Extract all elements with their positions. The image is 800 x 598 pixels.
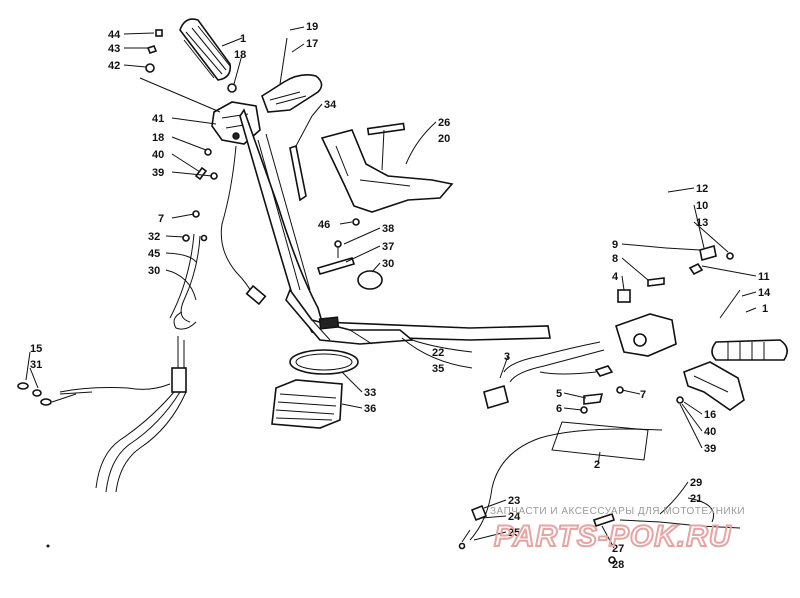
callout-16: 16 — [704, 409, 716, 421]
callout-14: 14 — [758, 287, 771, 299]
left-grip — [179, 18, 232, 81]
callout-43: 43 — [108, 43, 120, 55]
scan-dot — [46, 544, 50, 548]
right-switch-housing — [483, 341, 614, 410]
callout-39-right: 39 — [704, 443, 716, 455]
callout-3: 3 — [504, 351, 510, 363]
right-throttle-housing — [615, 244, 734, 357]
callout-45: 45 — [148, 248, 160, 260]
callout-19: 19 — [306, 21, 318, 33]
callout-1-right: 1 — [762, 303, 768, 315]
callout-2: 2 — [594, 459, 600, 471]
callout-29: 29 — [690, 477, 702, 489]
watermark: ЗАПЧАСТИ И АКСЕССУАРЫ ДЛЯ МОТОТЕХНИКИ PA… — [490, 506, 745, 554]
cable-clip — [289, 115, 313, 202]
callout-30-left: 30 — [148, 265, 160, 277]
leader-lines — [25, 26, 757, 565]
callout-40-left: 40 — [152, 149, 164, 161]
callout-15: 15 — [30, 343, 42, 355]
callout-12: 12 — [696, 183, 708, 195]
callout-38: 38 — [382, 223, 394, 235]
handlebar-pad-strap — [289, 349, 359, 375]
callout-labels: 44 43 42 1 18 19 17 34 41 18 40 39 26 20… — [30, 21, 771, 571]
callout-7-right: 7 — [640, 389, 646, 401]
callout-42: 42 — [108, 60, 120, 72]
handlebar-pad — [271, 379, 343, 429]
callout-18-top: 18 — [234, 49, 246, 61]
callout-46: 46 — [318, 219, 330, 231]
handlebar-pad-bracket — [320, 122, 454, 226]
callout-37: 37 — [382, 241, 394, 253]
callout-10: 10 — [696, 200, 708, 212]
callout-9: 9 — [612, 239, 618, 251]
callout-36: 36 — [364, 403, 376, 415]
watermark-logo: PARTS-POK.RU — [494, 520, 732, 553]
callout-17: 17 — [306, 38, 318, 50]
callout-7-left: 7 — [158, 213, 164, 225]
left-small-hardware — [145, 29, 237, 218]
right-grip — [711, 289, 788, 361]
callout-25: 25 — [508, 527, 520, 539]
left-brake-lever — [261, 37, 323, 113]
callout-31: 31 — [30, 359, 42, 371]
callout-24: 24 — [508, 511, 521, 523]
right-small-hardware — [580, 386, 624, 414]
callout-32: 32 — [148, 231, 160, 243]
callout-4: 4 — [612, 271, 619, 283]
watermark-caption: ЗАПЧАСТИ И АКСЕССУАРЫ ДЛЯ МОТОТЕХНИКИ — [490, 506, 745, 517]
callout-27: 27 — [612, 543, 624, 555]
handlebar-clamp-hardware — [316, 240, 383, 290]
callout-40-right: 40 — [704, 426, 716, 438]
handlebar — [239, 108, 551, 345]
callout-22: 22 — [432, 347, 444, 359]
callout-34: 34 — [324, 99, 337, 111]
callout-39-left: 39 — [152, 167, 164, 179]
callout-21: 21 — [690, 493, 702, 505]
callout-35: 35 — [432, 363, 444, 375]
callout-41: 41 — [152, 113, 164, 125]
callout-18-mid: 18 — [152, 132, 164, 144]
callout-26: 26 — [438, 117, 450, 129]
callout-23: 23 — [508, 495, 520, 507]
callout-13: 13 — [696, 217, 708, 229]
callout-33: 33 — [364, 387, 376, 399]
callout-11: 11 — [758, 271, 770, 283]
callout-30-right: 30 — [382, 258, 394, 270]
throttle-cable — [458, 428, 741, 564]
callout-1-left: 1 — [240, 33, 246, 45]
left-cable-ends — [17, 382, 93, 406]
callout-20: 20 — [438, 133, 450, 145]
left-cable-assembly — [59, 145, 267, 493]
callout-44: 44 — [108, 29, 121, 41]
callout-28: 28 — [612, 559, 624, 571]
callout-8: 8 — [612, 253, 618, 265]
callout-5: 5 — [556, 388, 562, 400]
throttle-lever — [676, 361, 745, 411]
callout-6: 6 — [556, 403, 562, 415]
instruction-decal — [551, 421, 649, 461]
